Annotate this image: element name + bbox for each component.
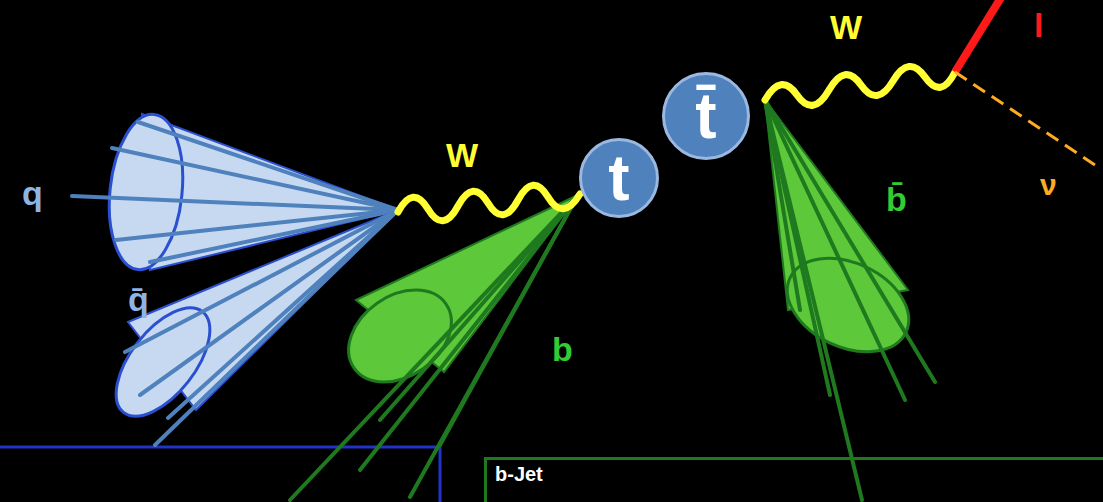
particle-label: q̄ [128,282,149,316]
b-jet-cone [772,240,924,370]
jet-box: b-Jet [484,457,1103,502]
particle-label: l [1034,8,1043,42]
b-jet-tracks [290,195,578,500]
particle-label: ν [1040,170,1057,200]
particle-symbol: t̄ [695,84,716,148]
particle-label: W [446,138,478,172]
quark-circle: t [579,138,659,218]
box-title: b-Jet [495,463,543,485]
particle-symbol: t [608,146,629,210]
particle-label: b [552,332,573,366]
particle-label: q [22,176,43,210]
quark-circle: t̄ [662,72,750,160]
w-boson [398,185,580,221]
neutrino-line [955,72,1095,165]
lepton-line [955,0,1002,72]
particle-label: W [830,10,862,44]
w-boson [765,66,955,105]
particle-label: b̄ [886,182,907,216]
circle-shape [581,140,658,217]
circle-shape [664,74,749,159]
jet-cone [98,292,227,432]
b-jet-tracks [765,100,935,500]
